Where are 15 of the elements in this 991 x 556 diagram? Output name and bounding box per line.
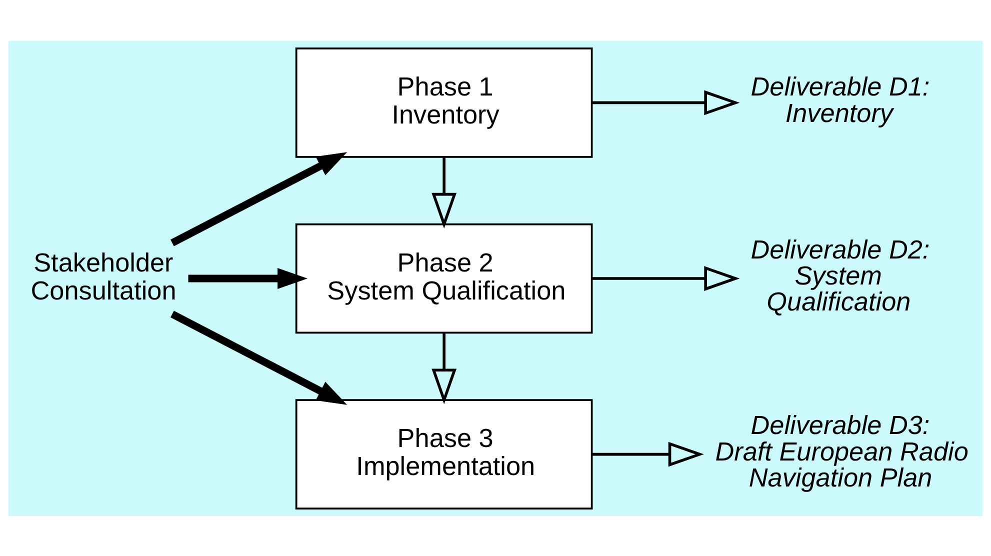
node-text: Deliverable D1: Inventory <box>750 71 930 128</box>
node-text: Stakeholder Consultation <box>30 246 176 305</box>
arrow <box>188 268 308 288</box>
node-box: Phase 2 System Qualification <box>295 222 593 334</box>
arrow <box>170 152 348 246</box>
arrow <box>592 441 704 466</box>
arrow <box>592 90 740 115</box>
arrow <box>170 310 348 404</box>
node-box: Phase 1 Inventory <box>295 47 593 158</box>
arrow <box>592 266 740 290</box>
node-text: Deliverable D2: System Qualification <box>750 234 930 316</box>
node-box: Phase 3 Implementation <box>295 398 593 509</box>
arrow <box>432 156 457 228</box>
node-text: Deliverable D3: Draft European Radio Navigation Plan <box>715 410 968 492</box>
arrow <box>432 332 457 404</box>
